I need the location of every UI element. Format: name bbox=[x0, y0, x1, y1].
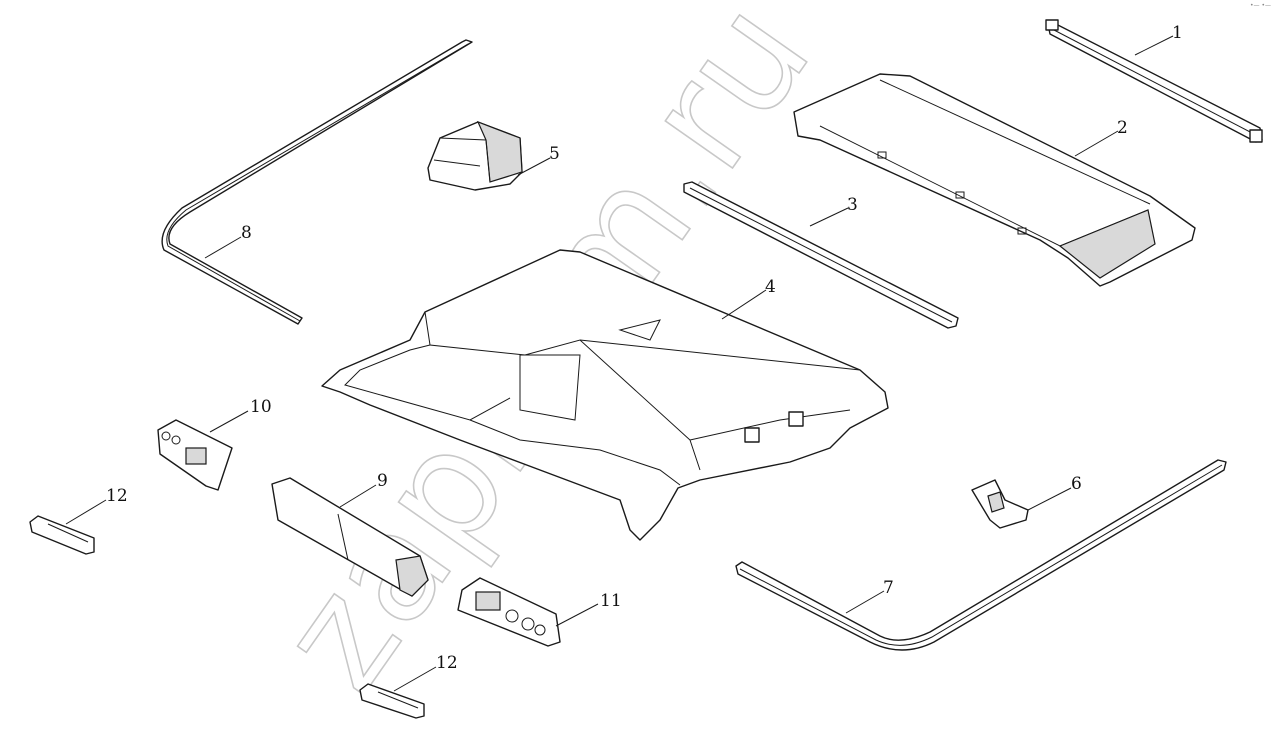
leader-4 bbox=[721, 289, 767, 320]
leader-12b bbox=[393, 666, 437, 692]
leader-9 bbox=[339, 484, 377, 508]
part-1-rail[interactable] bbox=[1045, 19, 1263, 143]
part-12-handle-left[interactable] bbox=[29, 515, 95, 555]
part-10-cover[interactable] bbox=[157, 419, 233, 491]
leader-8 bbox=[204, 236, 242, 259]
leader-lines bbox=[65, 35, 1174, 692]
part-4-headliner[interactable] bbox=[321, 249, 889, 541]
leader-1 bbox=[1134, 35, 1174, 56]
leader-5 bbox=[517, 157, 551, 176]
part-12-handle-bottom[interactable] bbox=[359, 683, 425, 719]
part-2-rear-panel[interactable] bbox=[793, 73, 1196, 287]
leader-7 bbox=[845, 590, 885, 614]
part-5-vent[interactable] bbox=[427, 120, 523, 191]
leader-10 bbox=[209, 410, 249, 433]
callout-6: 6 bbox=[1071, 474, 1082, 494]
callout-10: 10 bbox=[250, 397, 272, 417]
callout-12b: 12 bbox=[436, 653, 458, 673]
part-3-rail[interactable] bbox=[683, 181, 959, 329]
callout-3: 3 bbox=[847, 195, 858, 215]
callout-8: 8 bbox=[241, 223, 252, 243]
callout-5: 5 bbox=[549, 144, 560, 164]
callout-2: 2 bbox=[1117, 118, 1128, 138]
part-11-console[interactable] bbox=[457, 577, 561, 647]
callout-9: 9 bbox=[377, 471, 388, 491]
callout-12a: 12 bbox=[106, 486, 128, 506]
callout-4: 4 bbox=[765, 277, 776, 297]
leader-6 bbox=[1027, 487, 1072, 511]
part-8-molding[interactable] bbox=[161, 39, 473, 325]
leader-3 bbox=[809, 207, 849, 227]
part-6-clip[interactable] bbox=[971, 479, 1029, 529]
callout-11: 11 bbox=[600, 591, 622, 611]
leader-12a bbox=[65, 499, 107, 525]
callout-numbers: 1 2 3 4 5 6 7 8 9 10 11 12 12 bbox=[106, 23, 1183, 673]
corner-mark: •— •— bbox=[1250, 2, 1271, 9]
callout-7: 7 bbox=[883, 578, 894, 598]
part-7-molding[interactable] bbox=[735, 459, 1227, 651]
part-9-trim-panel[interactable] bbox=[271, 477, 429, 597]
leader-2 bbox=[1074, 130, 1119, 157]
leader-11 bbox=[555, 603, 599, 627]
callout-1: 1 bbox=[1172, 23, 1183, 43]
